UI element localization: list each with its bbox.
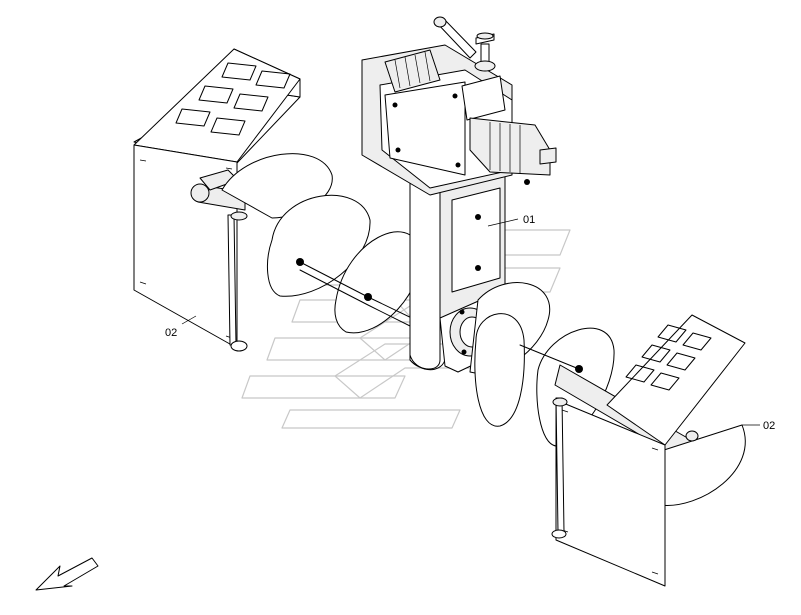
callout-frame: 01: [487, 214, 535, 227]
direction-arrow-icon: [35, 557, 99, 591]
callout-right-guard: 02: [742, 420, 775, 432]
callout-frame-label: 01: [523, 214, 535, 226]
callout-right-guard-label: 02: [763, 420, 775, 432]
left-auger-flights: [221, 153, 421, 334]
callout-left-guard: 02: [165, 315, 197, 339]
right-auger-guard: [551, 314, 746, 587]
callout-left-guard-label: 02: [165, 327, 177, 339]
adjustment-handle: [433, 16, 496, 72]
central-frame: [409, 159, 506, 370]
hydraulic-motor-assembly: [361, 44, 557, 196]
